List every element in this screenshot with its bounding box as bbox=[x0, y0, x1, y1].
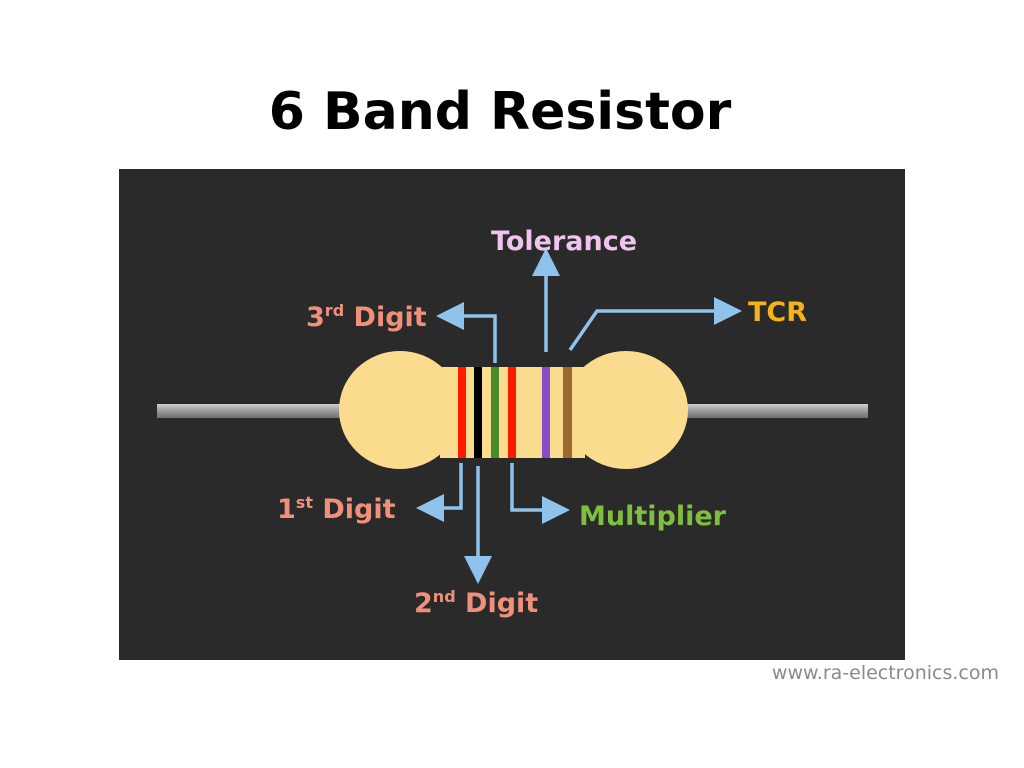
page-title: 6 Band Resistor bbox=[268, 82, 732, 142]
band-tolerance bbox=[542, 367, 550, 458]
label-tolerance: Tolerance bbox=[491, 226, 637, 257]
arrow-tcr bbox=[568, 297, 742, 351]
right-lead bbox=[680, 404, 868, 418]
label-multiplier: Multiplier bbox=[579, 501, 727, 532]
left-lead bbox=[157, 404, 347, 418]
label-third-digit: 3rd Digit bbox=[306, 301, 427, 333]
arrow-multiplier bbox=[510, 463, 570, 524]
band-2nd-digit bbox=[474, 367, 482, 458]
arrow-third-digit bbox=[436, 302, 497, 363]
label-tcr: TCR bbox=[748, 297, 807, 328]
band-1st-digit bbox=[458, 367, 466, 458]
label-second-digit: 2nd Digit bbox=[414, 587, 538, 619]
band-3rd-digit bbox=[491, 367, 499, 458]
arrow-first-digit bbox=[416, 463, 463, 522]
band-tcr bbox=[563, 367, 572, 458]
label-first-digit: 1st Digit bbox=[277, 493, 396, 525]
arrows bbox=[416, 248, 742, 584]
band-multiplier bbox=[508, 367, 516, 458]
watermark-credit: www.ra-electronics.com bbox=[771, 662, 999, 684]
